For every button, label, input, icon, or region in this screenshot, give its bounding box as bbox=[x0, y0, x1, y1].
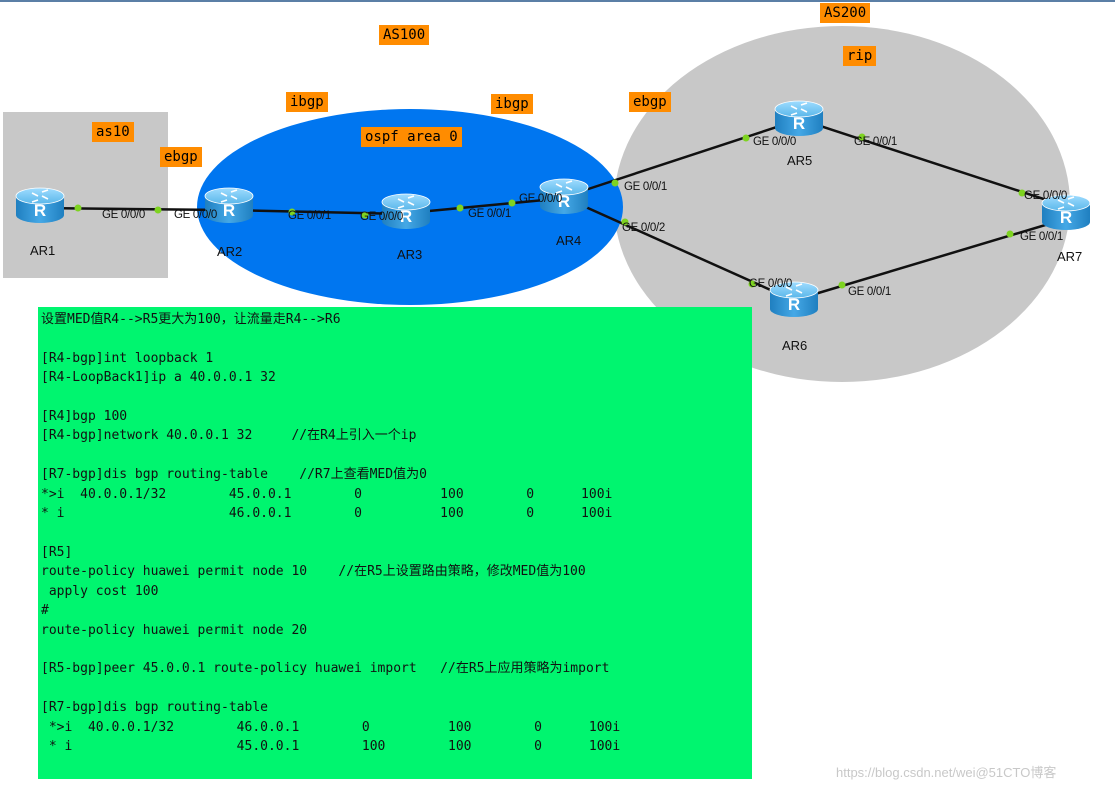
command-line: [R7-bgp]dis bgp routing-table //R7上查看MED… bbox=[41, 467, 427, 483]
command-line: *>i 40.0.0.1/32 45.0.0.1 0 100 0 100i bbox=[41, 486, 613, 502]
tag-as200: AS200 bbox=[820, 3, 871, 23]
command-notes-panel: 设置MED值R4-->R5更大为100，让流量走R4-->R6 [R4-bgp]… bbox=[38, 307, 752, 779]
interface-label-ar7-g000: GE 0/0/0 bbox=[1024, 190, 1067, 202]
watermark: https://blog.csdn.net/wei@51CTO博客 bbox=[836, 765, 1057, 780]
link-ar1-ar2 bbox=[37, 206, 226, 212]
link-ar4-ar5 bbox=[569, 118, 799, 197]
tag-as10: as10 bbox=[92, 122, 134, 142]
port-dot bbox=[748, 280, 756, 288]
command-notes-text: 设置MED值R4-->R5更大为100，让流量走R4-->R6 [R4-bgp]… bbox=[38, 307, 752, 756]
port-dot bbox=[456, 204, 464, 212]
interface-label-ar4-g000: GE 0/0/0 bbox=[519, 193, 562, 205]
command-line: [R4]bgp 100 bbox=[41, 409, 128, 425]
command-line: * i 46.0.0.1 0 100 0 100i bbox=[41, 506, 613, 522]
tag-ibgp-left: ibgp bbox=[286, 92, 328, 112]
link-ar5-ar7 bbox=[801, 118, 1063, 207]
window-top-border bbox=[0, 0, 1115, 2]
as200-area bbox=[614, 26, 1070, 382]
interface-label-ar1-g000: GE 0/0/0 bbox=[102, 209, 145, 221]
tag-ibgp-right: ibgp bbox=[491, 94, 533, 114]
link-ar2-ar3 bbox=[227, 208, 406, 216]
command-line: route-policy huawei permit node 20 bbox=[41, 622, 308, 638]
command-line: [R5-bgp]peer 45.0.0.1 route-policy huawe… bbox=[41, 661, 610, 677]
interface-label-ar7-g001: GE 0/0/1 bbox=[1020, 231, 1063, 243]
tag-ebgp-left: ebgp bbox=[160, 147, 202, 167]
port-dot bbox=[1006, 230, 1014, 238]
interface-label-ar4-g002: GE 0/0/2 bbox=[622, 222, 665, 234]
interface-label-ar3-g001: GE 0/0/1 bbox=[468, 208, 511, 220]
port-dot bbox=[611, 179, 619, 187]
device-label-ar3: AR3 bbox=[397, 247, 423, 262]
device-label-ar2: AR2 bbox=[217, 244, 243, 259]
port-dot bbox=[288, 208, 296, 216]
interface-label-ar5-g001: GE 0/0/1 bbox=[854, 136, 897, 148]
command-line: [R4-bgp]int loopback 1 bbox=[41, 350, 214, 366]
device-label-ar1: AR1 bbox=[30, 243, 56, 258]
port-dot bbox=[838, 281, 846, 289]
tag-ebgp-right: ebgp bbox=[629, 92, 671, 112]
command-line: apply cost 100 bbox=[41, 583, 159, 599]
port-dot bbox=[361, 211, 369, 219]
tag-ospf-area0: ospf area 0 bbox=[361, 127, 462, 147]
command-line: route-policy huawei permit node 10 //在R5… bbox=[41, 564, 586, 580]
interface-label-ar6-g000: GE 0/0/0 bbox=[749, 278, 792, 290]
router-icon-ar1[interactable] bbox=[15, 187, 65, 224]
port-dot bbox=[742, 134, 750, 142]
interface-label-ar6-g001: GE 0/0/1 bbox=[848, 286, 891, 298]
link-ar4-ar6 bbox=[569, 198, 794, 302]
command-line: * i 45.0.0.1 100 100 0 100i bbox=[41, 738, 621, 754]
device-label-ar4: AR4 bbox=[556, 233, 582, 248]
command-line: [R5] bbox=[41, 544, 73, 560]
port-dot bbox=[858, 133, 866, 141]
tag-rip: rip bbox=[843, 46, 877, 66]
port-dot bbox=[74, 204, 82, 212]
router-icon-ar5[interactable] bbox=[774, 100, 824, 137]
device-label-ar7: AR7 bbox=[1057, 249, 1083, 264]
interface-label-ar5-g000: GE 0/0/0 bbox=[753, 136, 796, 148]
port-dot bbox=[154, 206, 162, 214]
device-label-ar5: AR5 bbox=[787, 153, 813, 168]
command-line: [R7-bgp]dis bgp routing-table bbox=[41, 700, 268, 716]
interface-label-ar2-g001: GE 0/0/1 bbox=[288, 210, 331, 222]
command-line: *>i 40.0.0.1/32 46.0.0.1 0 100 0 100i bbox=[41, 719, 621, 735]
interface-label-ar2-g000: GE 0/0/0 bbox=[174, 209, 217, 221]
tag-as100: AS100 bbox=[379, 25, 430, 45]
command-line: # bbox=[41, 603, 49, 619]
port-dots bbox=[74, 133, 1026, 289]
device-label-ar6: AR6 bbox=[782, 338, 808, 353]
interface-label-ar4-g001: GE 0/0/1 bbox=[624, 181, 667, 193]
command-line: [R4-bgp]network 40.0.0.1 32 //在R4上引入一个ip bbox=[41, 428, 417, 444]
interface-label-ar3-g000: GE 0/0/0 bbox=[360, 211, 403, 223]
port-dot bbox=[621, 218, 629, 226]
command-line: [R4-LoopBack1]ip a 40.0.0.1 32 bbox=[41, 370, 276, 386]
port-dot bbox=[1018, 189, 1026, 197]
command-line: 设置MED值R4-->R5更大为100，让流量走R4-->R6 bbox=[41, 312, 341, 327]
port-dot bbox=[508, 199, 516, 207]
link-ar3-ar4 bbox=[407, 196, 566, 215]
